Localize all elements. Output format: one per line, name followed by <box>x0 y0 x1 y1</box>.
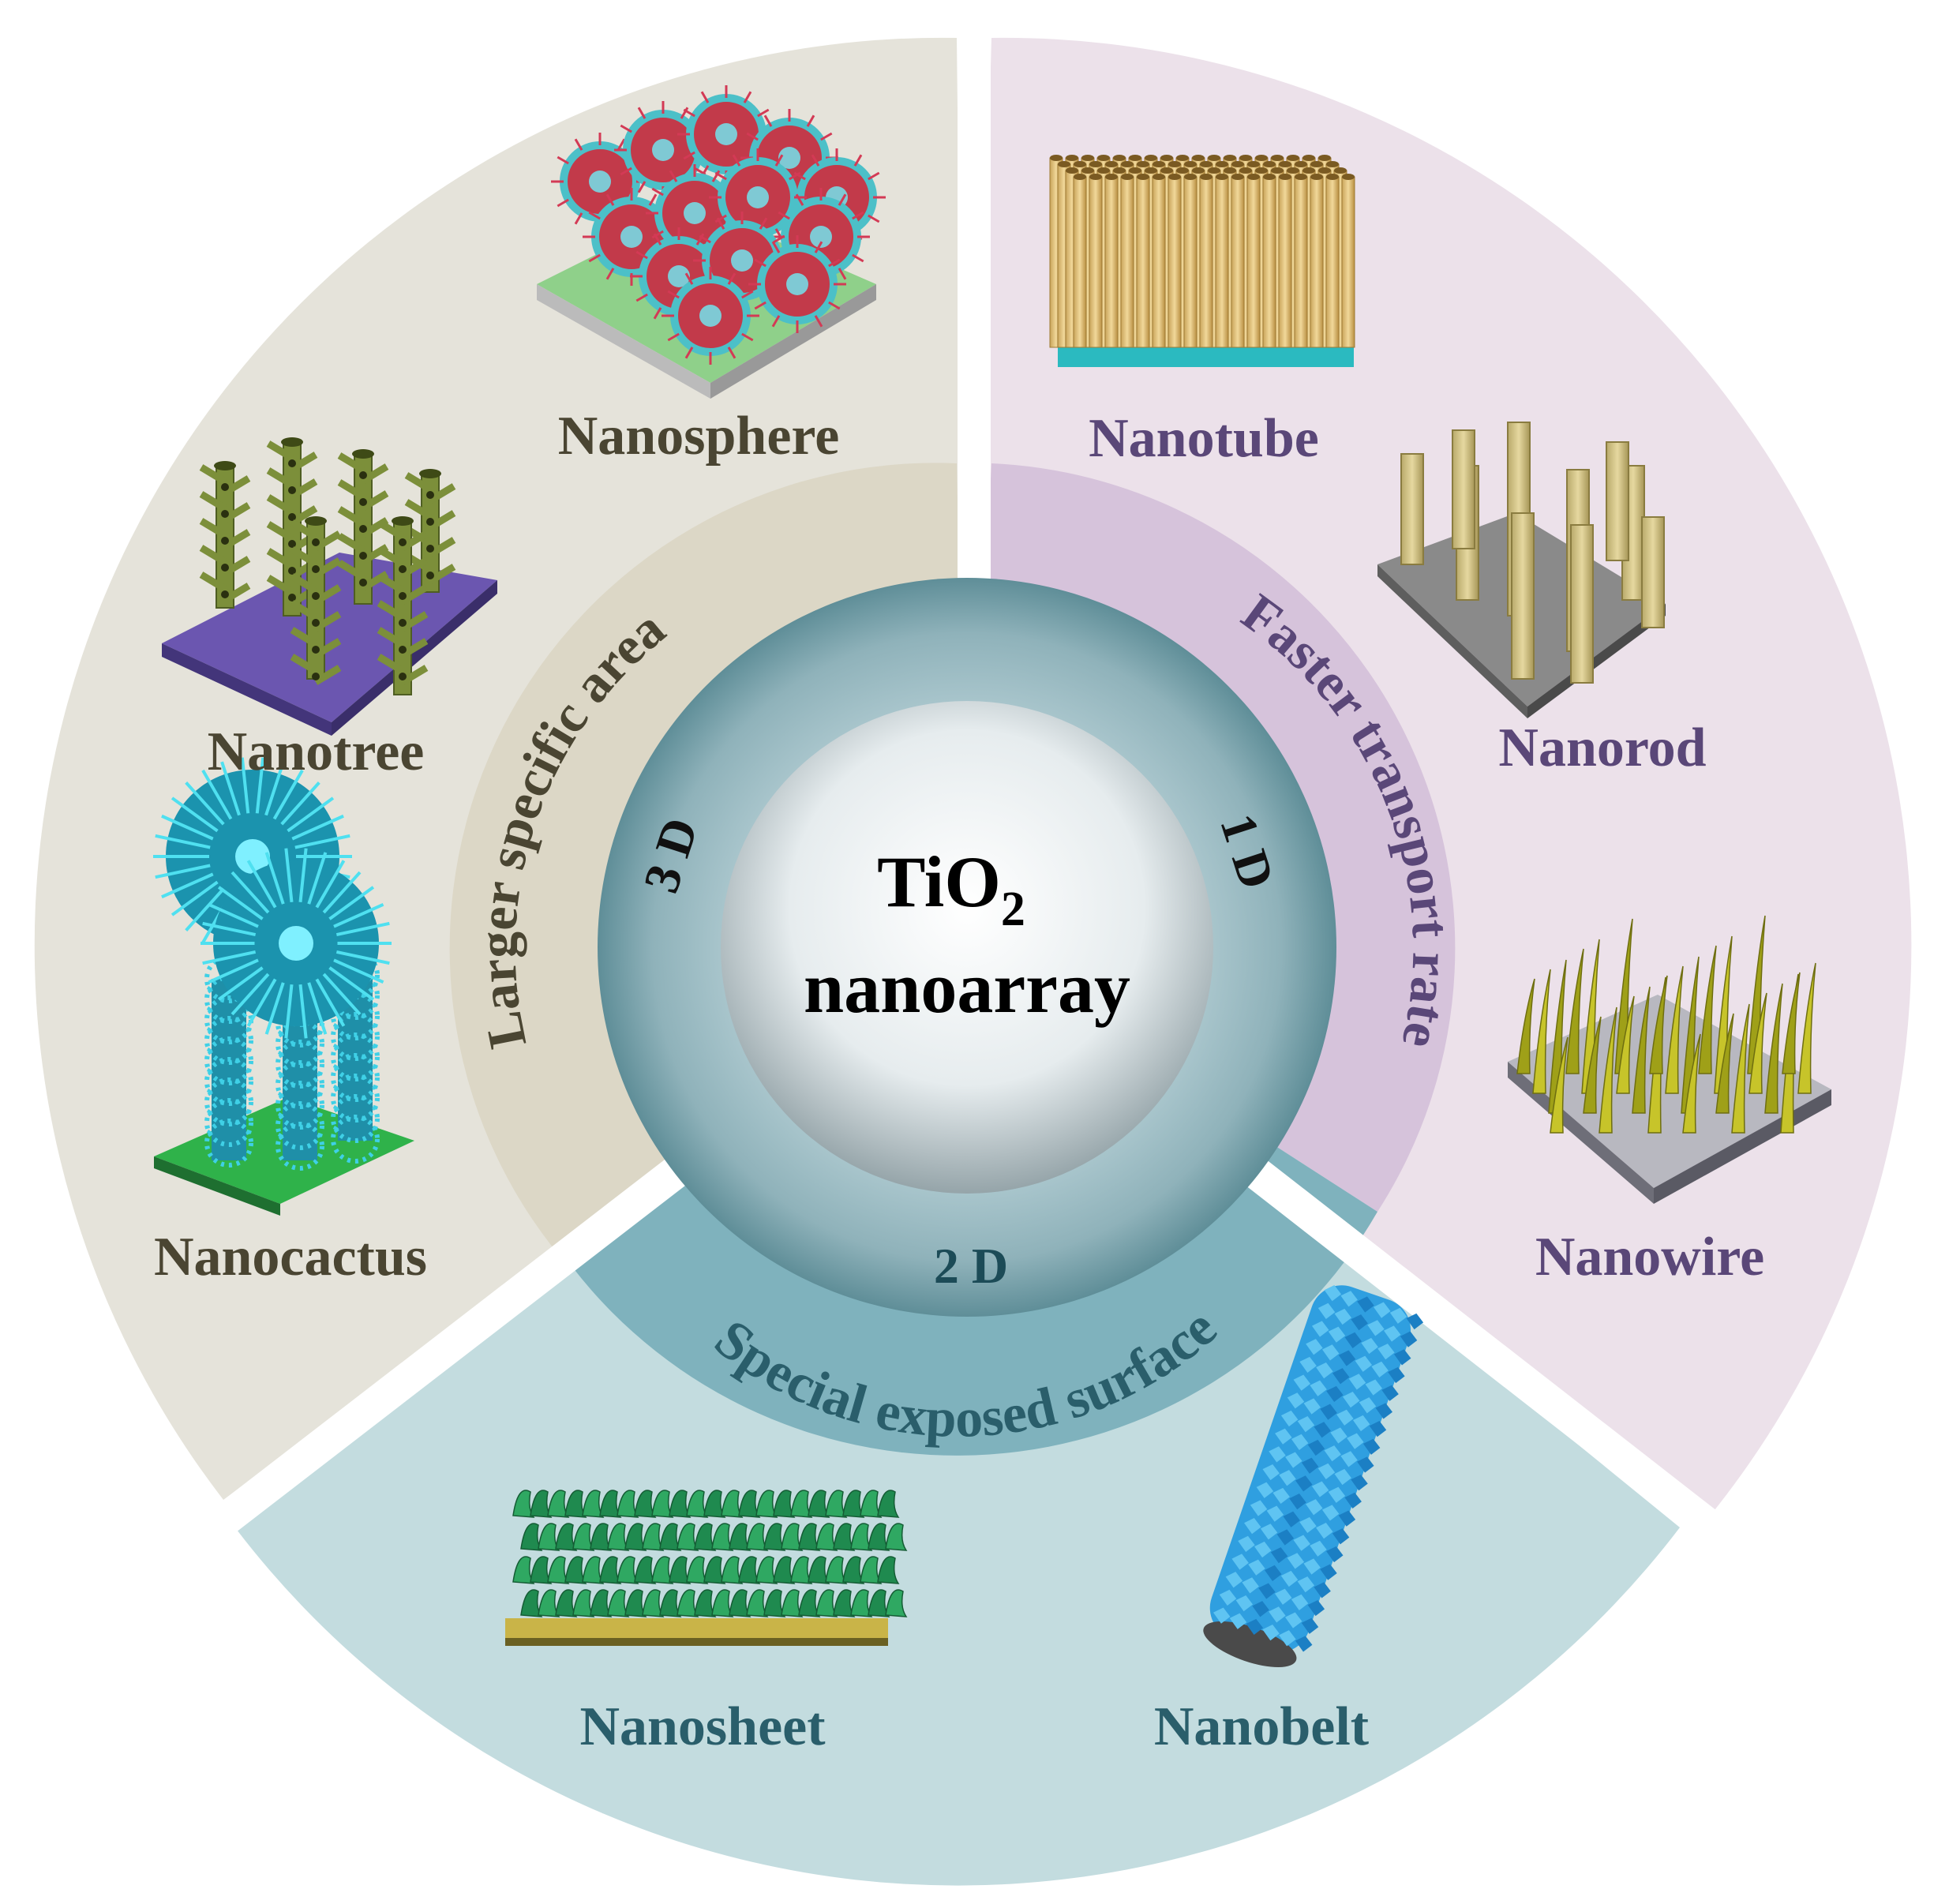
label-nanotube: Nanotube <box>1089 408 1319 469</box>
label-nanorod: Nanorod <box>1498 718 1706 778</box>
label-nanocactus: Nanocactus <box>154 1227 427 1287</box>
nanocactus-illustration <box>153 757 414 1216</box>
nanosheet-illustration <box>505 1490 908 1646</box>
nanotube-illustration <box>1049 155 1355 367</box>
center-subscript: 2 <box>1001 883 1025 936</box>
center-subtitle: nanoarray <box>804 947 1130 1028</box>
dim-label-2d: 2 D <box>934 1238 1008 1294</box>
label-nanobelt: Nanobelt <box>1154 1696 1369 1757</box>
center-title: TiO <box>877 841 1001 922</box>
nanorod-illustration <box>1377 422 1666 718</box>
core-circle <box>721 701 1213 1194</box>
label-nanosphere: Nanosphere <box>558 406 840 467</box>
nanobelt-illustration <box>1203 1285 1424 1667</box>
label-nanowire: Nanowire <box>1535 1227 1764 1287</box>
nanotree-illustration <box>162 437 497 736</box>
label-nanosheet: Nanosheet <box>579 1696 825 1757</box>
nanosphere-illustration <box>537 85 886 399</box>
label-nanotree: Nanotree <box>208 721 425 782</box>
svg-text:TiO2: TiO2 <box>877 841 1025 936</box>
nanowire-illustration <box>1508 915 1831 1204</box>
